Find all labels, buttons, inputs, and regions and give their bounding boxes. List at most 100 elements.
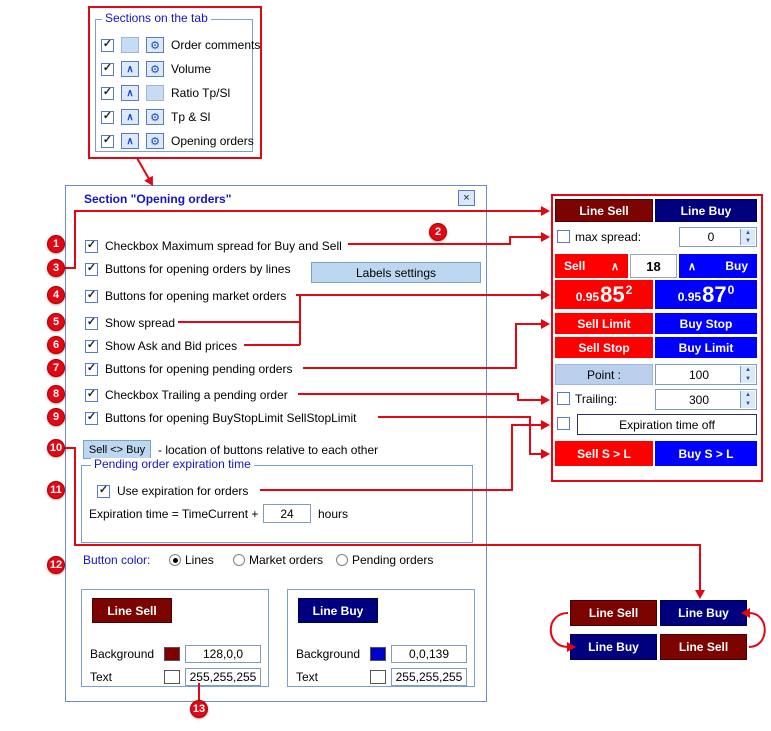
gear-icon[interactable]: ⚙ xyxy=(146,61,164,77)
row-pending-orders: ✓ Buttons for opening pending orders xyxy=(85,361,292,377)
text-rgb-input[interactable]: 255,255,255 xyxy=(391,668,467,686)
line-sell-button[interactable]: Line Sell xyxy=(555,199,653,222)
background-color-swatch[interactable] xyxy=(370,647,386,661)
background-rgb-input[interactable]: 0,0,139 xyxy=(391,645,467,663)
annotation-badge-3: 3 xyxy=(47,259,65,277)
expiration-time-button[interactable]: Expiration time off xyxy=(577,414,757,435)
opening-orders-settings-dialog: Section "Opening orders" × ✓ Checkbox Ma… xyxy=(65,185,487,702)
sell-label: Sell xyxy=(564,259,586,273)
ratio-checkbox[interactable]: ✓ xyxy=(101,86,114,100)
background-label: Background xyxy=(90,647,155,661)
chevron-up-icon[interactable]: ∧ xyxy=(121,85,139,101)
background-color-swatch[interactable] xyxy=(164,647,180,661)
gear-icon[interactable]: ⚙ xyxy=(146,109,164,125)
ask-price-pip: 0 xyxy=(727,283,735,297)
sell-stop-limit-button[interactable]: Sell S > L xyxy=(555,441,653,466)
max-spread-panel-checkbox[interactable] xyxy=(557,230,570,243)
trading-panel-preview: Line Sell Line Buy max spread: 0 ▲▼ Sell… xyxy=(551,194,763,482)
close-button[interactable]: × xyxy=(458,190,475,206)
max-spread-panel-label: max spread: xyxy=(575,230,642,244)
trailing-checkbox[interactable]: ✓ xyxy=(85,388,98,402)
spinner-up-button[interactable]: ▲ xyxy=(740,391,755,400)
pending-orders-checkbox[interactable]: ✓ xyxy=(85,362,98,376)
spinner-up-button[interactable]: ▲ xyxy=(740,229,755,237)
tp-sl-checkbox[interactable]: ✓ xyxy=(101,110,114,124)
row-show-ask-bid: ✓ Show Ask and Bid prices xyxy=(85,338,237,354)
radio-lines[interactable] xyxy=(169,554,181,566)
bid-price-prefix: 0.95 xyxy=(575,290,600,304)
show-spread-checkbox[interactable]: ✓ xyxy=(85,316,98,330)
opening-orders-checkbox[interactable]: ✓ xyxy=(101,134,114,148)
section-row-label: Order comments xyxy=(171,38,261,52)
chevron-up-icon[interactable]: ∧ xyxy=(121,133,139,149)
annotation-badge-5: 5 xyxy=(47,313,65,331)
gear-icon[interactable]: ⚙ xyxy=(146,133,164,149)
annotation-badge-9: 9 xyxy=(47,408,65,426)
annotation-badge-4: 4 xyxy=(47,286,65,304)
check-icon: ✓ xyxy=(102,62,113,74)
chevron-up-icon: ∧ xyxy=(610,260,619,273)
labels-settings-label: Labels settings xyxy=(355,265,437,280)
checkbox-label: Buttons for opening orders by lines xyxy=(105,262,291,276)
spinner-down-button[interactable]: ▼ xyxy=(740,399,755,408)
radio-market-orders[interactable] xyxy=(233,554,245,566)
point-label: Point : xyxy=(555,364,653,385)
sell-buy-caption: - location of buttons relative to each o… xyxy=(158,443,379,457)
check-icon: ✓ xyxy=(86,411,97,423)
background-rgb-input[interactable]: 128,0,0 xyxy=(185,645,261,663)
market-orders-checkbox[interactable]: ✓ xyxy=(85,289,98,303)
volume-checkbox[interactable]: ✓ xyxy=(101,62,114,76)
point-input[interactable]: 100 ▲▼ xyxy=(655,364,757,385)
line-buy-button[interactable]: Line Buy xyxy=(655,199,757,222)
buy-stop-limit-button[interactable]: Buy S > L xyxy=(655,441,757,466)
buy-limit-button[interactable]: Buy Limit xyxy=(655,337,757,358)
sell-market-button[interactable]: Sell ∧ xyxy=(555,254,628,278)
ask-price-prefix: 0.95 xyxy=(677,290,702,304)
bid-price-big: 85 xyxy=(600,281,625,307)
sections-on-tab-box: Sections on the tab ✓ ⚙ Order comments ✓… xyxy=(88,6,262,159)
text-color-swatch[interactable] xyxy=(370,670,386,684)
sell-limit-button[interactable]: Sell Limit xyxy=(555,313,653,334)
section-row-ratio: ✓ ∧ Ratio Tp/Sl xyxy=(101,85,230,101)
section-row-volume: ✓ ∧ ⚙ Volume xyxy=(101,61,211,77)
section-row-opening-orders: ✓ ∧ ⚙ Opening orders xyxy=(101,133,254,149)
use-expiration-checkbox[interactable]: ✓ xyxy=(97,484,110,498)
buy-stop-button[interactable]: Buy Stop xyxy=(655,313,757,334)
max-spread-input[interactable]: 0 ▲▼ xyxy=(679,227,757,247)
spinner-down-button[interactable]: ▼ xyxy=(740,237,755,245)
trailing-input[interactable]: 300 ▲▼ xyxy=(655,389,757,410)
max-spread-spinner: ▲▼ xyxy=(740,229,755,245)
trailing-panel-checkbox[interactable] xyxy=(557,392,570,405)
max-spread-checkbox[interactable]: ✓ xyxy=(85,239,98,253)
annotation-badge-8: 8 xyxy=(47,385,65,403)
check-icon: ✓ xyxy=(86,262,97,274)
buy-market-button[interactable]: ∧ Buy xyxy=(679,254,757,278)
section-row-label: Tp & Sl xyxy=(171,110,211,124)
labels-settings-button[interactable]: Labels settings xyxy=(311,262,481,283)
text-rgb-input[interactable]: 255,255,255 xyxy=(185,668,261,686)
swap-demo-line-buy-bottom: Line Buy xyxy=(570,634,657,660)
expiration-formula-suffix: hours xyxy=(318,507,349,521)
sell-stop-button[interactable]: Sell Stop xyxy=(555,337,653,358)
spinner-down-button[interactable]: ▼ xyxy=(740,374,755,383)
buystoplimit-checkbox[interactable]: ✓ xyxy=(85,411,98,425)
row-max-spread: ✓ Checkbox Maximum spread for Buy and Se… xyxy=(85,238,342,254)
chevron-up-icon[interactable]: ∧ xyxy=(121,61,139,77)
point-spinner: ▲▼ xyxy=(740,366,755,383)
orders-by-lines-checkbox[interactable]: ✓ xyxy=(85,262,98,276)
swap-arrow-left xyxy=(549,612,576,652)
row-market-orders: ✓ Buttons for opening market orders xyxy=(85,288,286,304)
expiration-hours-input[interactable]: 24 xyxy=(263,504,311,523)
radio-pending-orders[interactable] xyxy=(336,554,348,566)
text-color-swatch[interactable] xyxy=(164,670,180,684)
show-ask-bid-checkbox[interactable]: ✓ xyxy=(85,339,98,353)
expiration-panel-checkbox[interactable] xyxy=(557,417,570,430)
order-comments-checkbox[interactable]: ✓ xyxy=(101,38,114,52)
expiration-hours-value: 24 xyxy=(280,506,294,521)
sections-to-dialog-arrow xyxy=(136,157,153,186)
section-row-label: Volume xyxy=(171,62,212,76)
trailing-spinner: ▲▼ xyxy=(740,391,755,408)
chevron-up-icon[interactable]: ∧ xyxy=(121,109,139,125)
spinner-up-button[interactable]: ▲ xyxy=(740,366,755,375)
gear-icon[interactable]: ⚙ xyxy=(146,37,164,53)
